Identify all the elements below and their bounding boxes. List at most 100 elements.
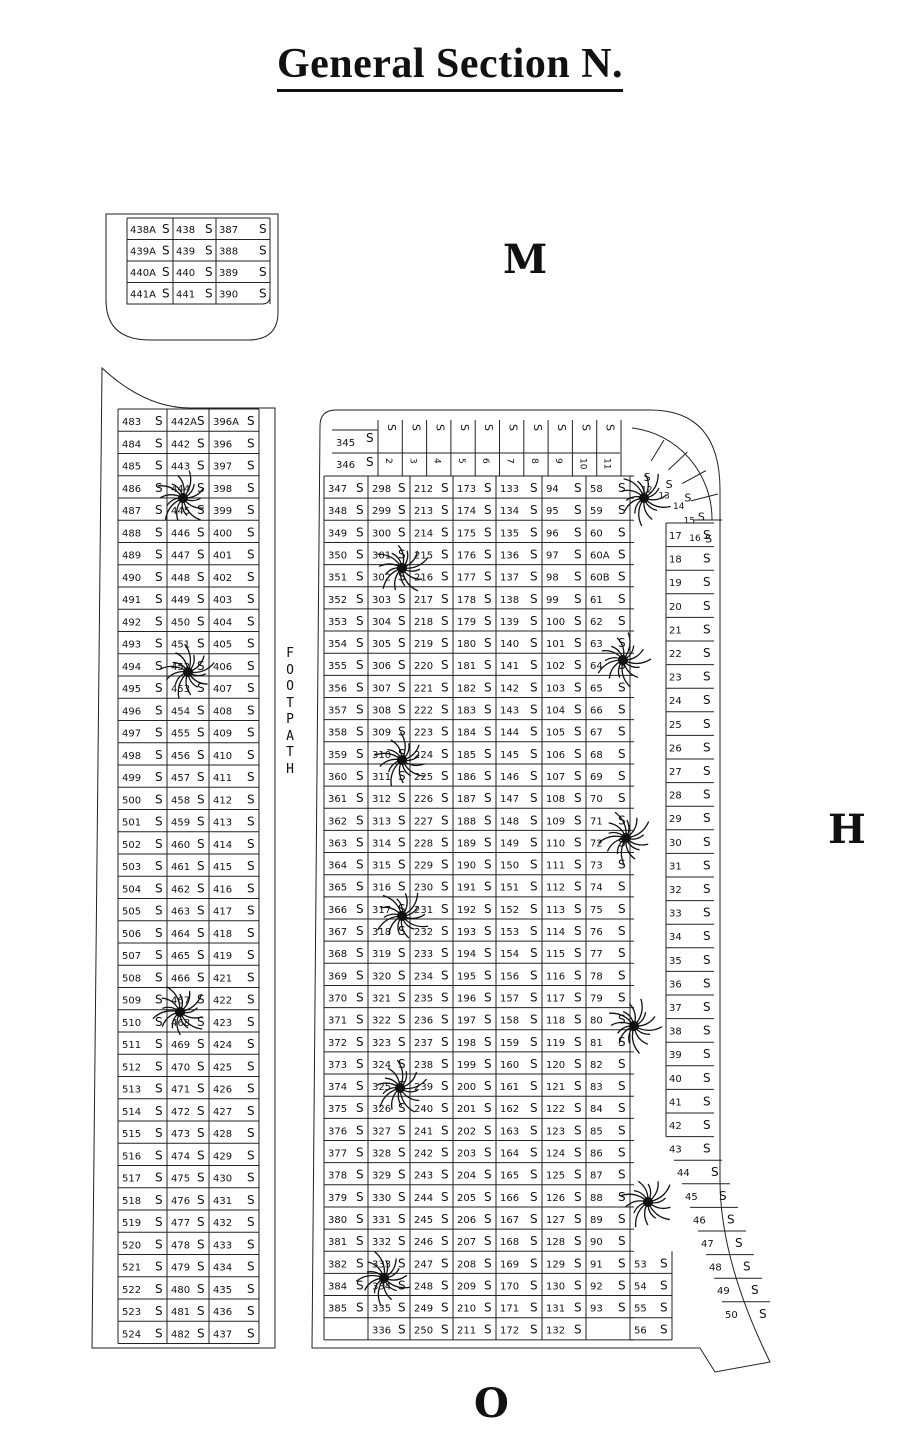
plot-number: 209 [457,1281,476,1292]
grave-marker: S [530,1101,538,1115]
grave-marker: S [155,1015,163,1029]
grave-marker: S [574,946,582,960]
grave-marker: S [574,1123,582,1137]
grave-marker: S [484,503,492,517]
plot-number: 303 [372,595,391,606]
grave-marker: S [259,287,267,301]
plot-number: 440 [176,268,195,279]
grave-marker: S [684,492,691,505]
grave-marker: S [484,1057,492,1071]
plot-number: 127 [546,1215,565,1226]
plot-number: 453 [171,684,190,695]
grave-marker: S [398,703,406,717]
grave-marker: S [398,924,406,938]
plot-number: 461 [171,862,190,873]
plot-number: 388 [219,247,238,258]
grave-marker: S [356,680,364,694]
grave-marker: S [574,968,582,982]
grave-marker: S [719,1189,727,1203]
grave-marker: S [484,924,492,938]
plot-number: 346 [336,460,355,471]
grave-marker: S [618,1101,626,1115]
grave-marker: S [197,970,205,984]
plot-number: 175 [457,528,476,539]
plot-number: 355 [328,661,347,672]
plot-number: 84 [590,1104,603,1115]
plot-number: 484 [122,439,141,450]
plot-number: 247 [414,1259,433,1270]
grave-marker: S [205,265,213,279]
plot-number: 213 [414,506,433,517]
grave-marker: S [398,1168,406,1182]
plot-number: 483 [122,417,141,428]
grave-marker: S [703,811,711,825]
plot-number: 524 [122,1329,141,1340]
grave-marker: S [197,459,205,473]
plot-number: 218 [414,617,433,628]
grave-marker: S [398,1057,406,1071]
grave-marker: S [356,1168,364,1182]
plot-number: 173 [457,484,476,495]
grave-marker: S [197,1126,205,1140]
plot-number: 442 [171,439,190,450]
plot-number: 514 [122,1107,141,1118]
plot-number: 154 [500,949,519,960]
plot-number: 466 [171,973,190,984]
grave-marker: S [618,924,626,938]
grave-marker: S [356,725,364,739]
grave-marker: S [618,880,626,894]
plot-number: 219 [414,639,433,650]
plot-number: 242 [414,1149,433,1160]
footpath-label: F O O T P A T H [286,646,294,777]
plot-number: 9 [553,458,563,464]
plot-number: 431 [213,1196,232,1207]
grave-marker: S [574,547,582,561]
plot-number: 322 [372,1016,391,1027]
grave-marker: S [247,614,255,628]
grave-marker: S [484,1256,492,1270]
plot-number: 25 [669,720,682,731]
grave-marker: S [155,1104,163,1118]
plot-number: 324 [372,1060,391,1071]
grave-marker: S [247,1237,255,1251]
grave-marker: S [530,1146,538,1160]
grave-marker: S [155,1237,163,1251]
grave-marker: S [530,636,538,650]
grave-marker: S [441,791,449,805]
plot-number: 60 [590,528,603,539]
grave-marker: S [155,1171,163,1185]
plot-number: 112 [546,883,565,894]
grave-marker: S [356,1079,364,1093]
grave-marker: S [247,1126,255,1140]
grave-marker: S [247,570,255,584]
plot-number: 316 [372,883,391,894]
grave-marker: S [618,1013,626,1027]
plot-number: 411 [213,773,232,784]
plot-number: 68 [590,750,603,761]
plot-number: 136 [500,550,519,561]
grave-marker: S [618,1146,626,1160]
grave-marker: S [703,1024,711,1038]
grave-marker: S [155,570,163,584]
plot-number: 439 [176,247,195,258]
grave-marker: S [247,1193,255,1207]
plot-number: 416 [213,884,232,895]
plot-number: 195 [457,971,476,982]
grave-marker: S [579,424,592,431]
grave-marker: S [356,1101,364,1115]
grave-marker: S [356,858,364,872]
plot-number: 139 [500,617,519,628]
plot-number: 206 [457,1215,476,1226]
plot-number: 63 [590,639,603,650]
grave-marker: S [574,614,582,628]
plot-number: 443 [171,462,190,473]
grave-marker: S [259,244,267,258]
grave-marker: S [398,680,406,694]
grave-marker: S [155,459,163,473]
grave-marker: S [574,1323,582,1337]
grave-marker: S [484,1234,492,1248]
plot-number: 100 [546,617,565,628]
grave-marker: S [574,835,582,849]
plot-number: 119 [546,1038,565,1049]
plot-number: 14 [673,502,685,512]
